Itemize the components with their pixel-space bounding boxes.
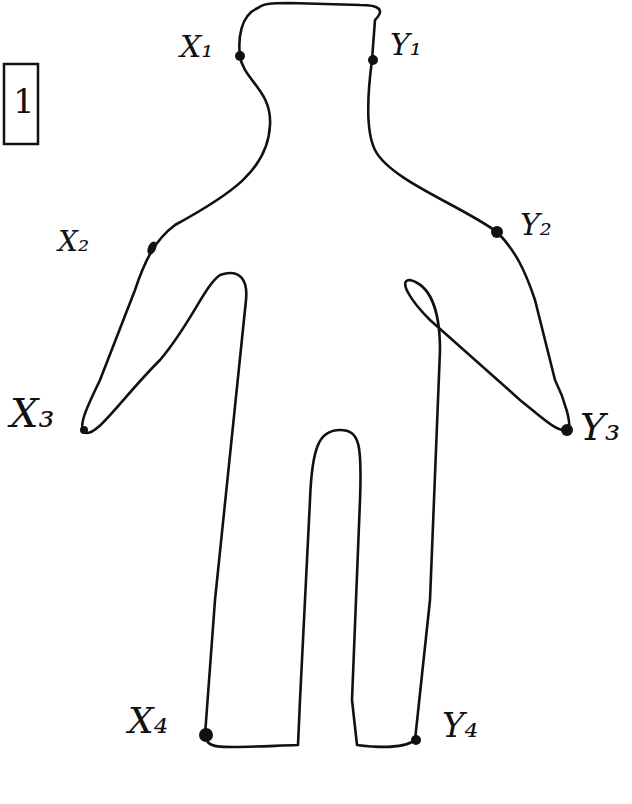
landmark-dot — [491, 226, 503, 238]
landmark-dot — [561, 424, 573, 436]
point-label: X₄ — [128, 703, 168, 739]
point-label: X₃ — [10, 393, 55, 433]
landmark-dot — [368, 55, 378, 65]
point-label: X₁ — [180, 32, 213, 62]
landmark-dot — [235, 51, 245, 61]
point-label: X₂ — [58, 228, 89, 256]
point-label: Y₂ — [520, 210, 552, 240]
landmark-dot — [80, 426, 88, 434]
figure-number: 1 — [13, 84, 35, 118]
point-label: Y₄ — [442, 708, 478, 742]
landmark-dot — [145, 240, 158, 256]
figure-number-box — [4, 64, 38, 144]
point-label: Y₁ — [390, 30, 422, 60]
landmark-dot — [199, 728, 213, 742]
point-label: Y₃ — [580, 408, 620, 446]
landmark-dot — [411, 735, 421, 745]
human-outline — [82, 3, 569, 747]
landmark-dots — [80, 51, 573, 745]
